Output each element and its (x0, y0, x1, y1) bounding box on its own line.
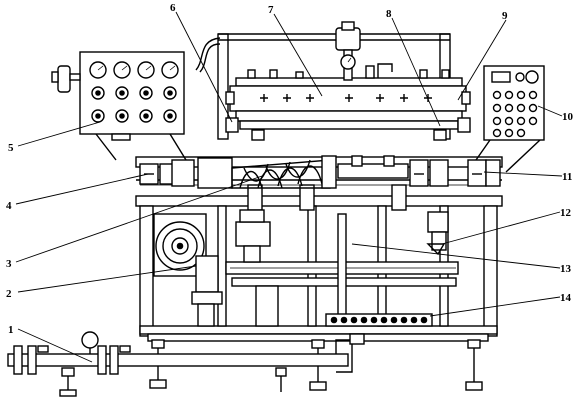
callout-2: 2 (6, 288, 12, 300)
press-head (195, 21, 471, 141)
callout-6: 6 (170, 2, 176, 14)
callout-12: 12 (560, 207, 572, 219)
clamp-blocks (139, 155, 501, 187)
right-control-panel (475, 65, 545, 173)
callout-4: 4 (6, 200, 12, 212)
callout-11: 11 (562, 171, 572, 183)
callout-9: 9 (502, 10, 508, 22)
plate-crosses (260, 94, 432, 102)
callout-3: 3 (6, 258, 12, 270)
left-control-panel (51, 51, 187, 161)
callout-7: 7 (268, 4, 274, 16)
shaft-assembly (225, 209, 459, 327)
callout-labels: 1 2 3 4 5 6 7 8 9 10 11 12 13 14 (6, 2, 574, 336)
callout-5: 5 (8, 142, 14, 154)
callout-1: 1 (8, 324, 14, 336)
base-chain (325, 313, 433, 327)
motor-pulley (153, 213, 223, 327)
leveling-feet (59, 339, 483, 397)
callout-8: 8 (386, 8, 392, 20)
callout-14: 14 (560, 292, 572, 304)
callout-13: 13 (560, 263, 572, 275)
inlet-pipe (7, 331, 365, 375)
leader-lines (15, 11, 563, 363)
screw-conveyor (197, 155, 337, 189)
callout-10: 10 (562, 111, 574, 123)
